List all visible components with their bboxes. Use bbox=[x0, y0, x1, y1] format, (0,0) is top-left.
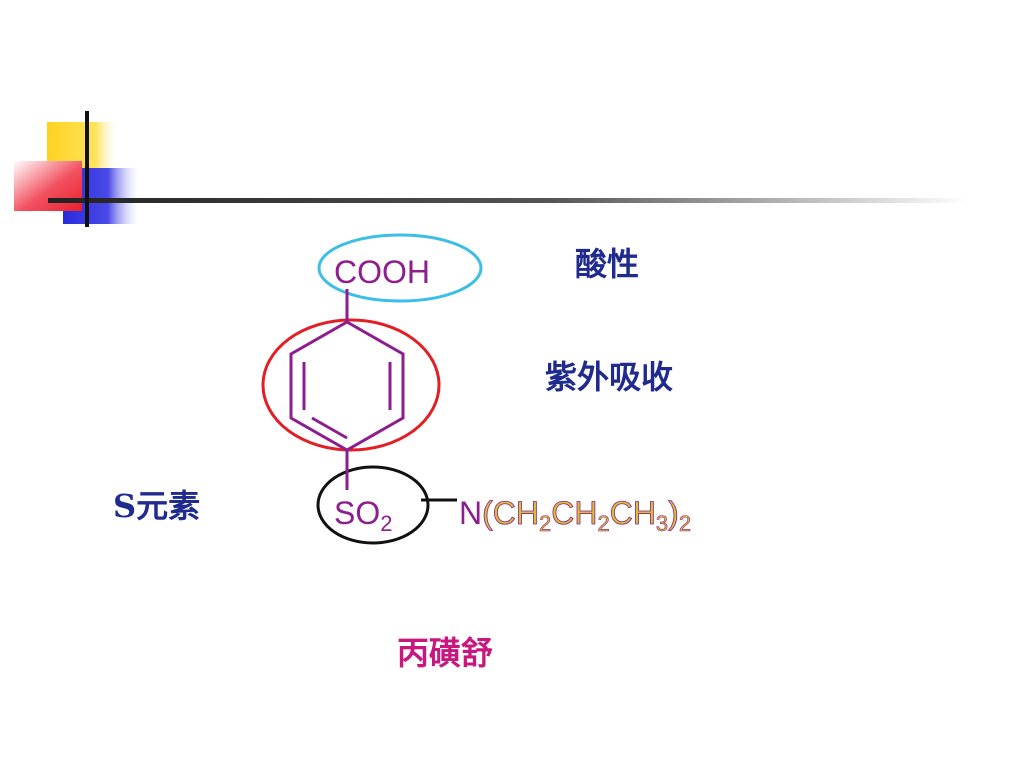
slide-decoration bbox=[14, 111, 968, 227]
dipropylamino-group: N(CH2CH2CH3)2 bbox=[459, 495, 691, 536]
sulfonyl-group: SO2 bbox=[334, 495, 392, 536]
deco-horizontal-rule bbox=[48, 198, 968, 203]
benzene-ring bbox=[289, 320, 405, 452]
deco-vertical-rule bbox=[85, 111, 89, 227]
carboxyl-highlight-ellipse bbox=[317, 233, 483, 303]
acidic-label: 酸性 bbox=[575, 245, 640, 283]
uv-absorption-label: 紫外吸收 bbox=[545, 358, 674, 396]
benzene-highlight-ellipse bbox=[261, 318, 441, 452]
carboxyl-group: COOH bbox=[334, 254, 430, 290]
sulfonyl-highlight-ellipse bbox=[316, 465, 430, 545]
drug-name-label: 丙磺舒 bbox=[397, 634, 494, 672]
sulfur-element-label: S元素 bbox=[113, 487, 201, 525]
